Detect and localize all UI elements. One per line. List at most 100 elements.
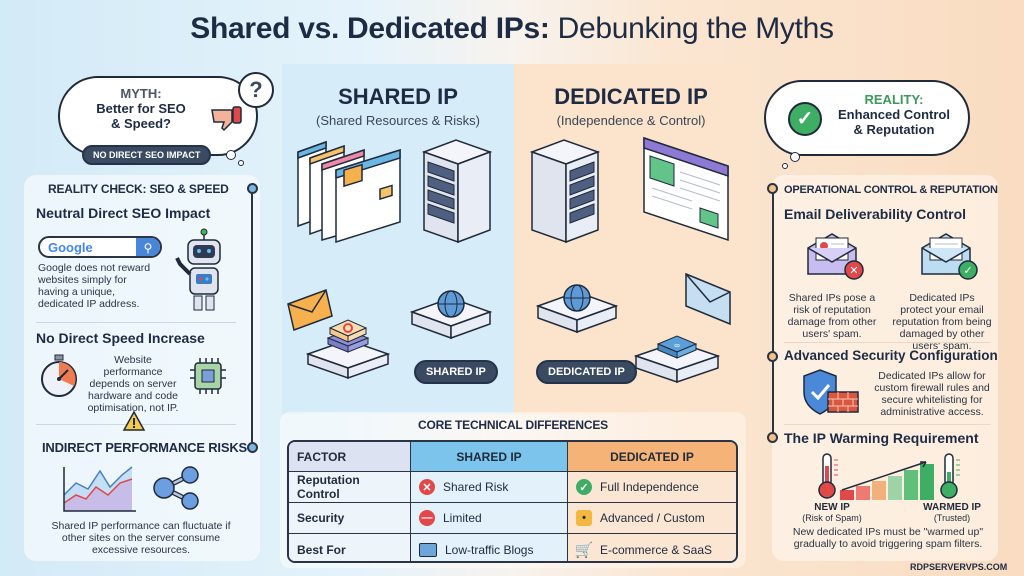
server-rack-icon xyxy=(528,136,602,246)
page-title: Shared vs. Dedicated IPs: Debunking the … xyxy=(0,12,1024,46)
question-mark-icon: ? xyxy=(238,72,274,108)
stopwatch-icon xyxy=(36,353,82,399)
search-text: Google xyxy=(48,240,93,255)
envelope-icon xyxy=(286,288,334,332)
watermark: RDPSERVERVPS.COM xyxy=(910,562,1008,572)
warning-icon xyxy=(122,410,146,432)
warmed-ip-sub: (Trusted) xyxy=(933,513,971,523)
table-cell-dedicated: •Advanced / Custom xyxy=(568,503,736,534)
thought-dot xyxy=(790,152,800,162)
shield-firewall-icon xyxy=(800,368,862,416)
warmed-ip-title: WARMED IP xyxy=(923,502,981,513)
new-ip-sub: (Risk of Spam) xyxy=(802,513,862,523)
x-circle-icon: ✕ xyxy=(419,479,435,495)
table-cell-factor: Best For xyxy=(289,534,411,561)
email-shared-text: Shared IPs pose a risk of reputation dam… xyxy=(787,292,877,340)
shared-ip-column: SHARED IP (Shared Resources & Risks) xyxy=(282,64,514,414)
table-cell-dedicated: ✓ Full Independence xyxy=(568,472,736,503)
title-regular: Debunking the Myths xyxy=(557,12,834,45)
globe-router-icon xyxy=(408,282,494,346)
divider xyxy=(784,342,990,343)
email-dedicated-text: Dedicated IPs protect your email reputat… xyxy=(892,292,992,352)
timeline-dot xyxy=(767,432,778,443)
area-chart-icon xyxy=(62,465,138,513)
reality-text-2: & Reputation xyxy=(853,122,935,137)
seo-impact-body: Google does not reward websites simply f… xyxy=(38,262,151,310)
cell-text: Limited xyxy=(443,511,482,525)
search-icon: ⚲ xyxy=(136,238,160,256)
table-header-factor: FACTOR xyxy=(289,442,411,472)
comparison-table: FACTOR SHARED IP DEDICATED IP Reputation… xyxy=(287,440,738,563)
thumbs-down-icon xyxy=(210,104,244,132)
dedicated-heading: DEDICATED IP xyxy=(554,84,708,109)
stacked-browser-windows-icon xyxy=(292,138,404,248)
link-server-icon: ∞ xyxy=(632,324,722,386)
dedicated-ip-column: DEDICATED IP (Independence & Control) xyxy=(514,64,748,414)
svg-text:✓: ✓ xyxy=(963,265,972,277)
timeline-dot xyxy=(247,442,258,453)
check-circle-icon: ✓ xyxy=(788,102,822,136)
divider xyxy=(36,322,236,323)
speed-body: Website performance depends on server ha… xyxy=(87,354,179,414)
warming-title: The IP Warming Requirement xyxy=(784,430,979,446)
myth-bubble: MYTH: Better for SEO & Speed? xyxy=(58,76,258,156)
server-rack-icon xyxy=(420,136,494,246)
shared-subheading: (Shared Resources & Risks) xyxy=(316,113,480,128)
minus-circle-icon: — xyxy=(419,510,435,526)
right-panel-heading: OPERATIONAL CONTROL & REPUTATION xyxy=(784,184,998,196)
browser-icon xyxy=(419,542,437,557)
cpu-chip-icon xyxy=(188,356,228,396)
shared-column-header: SHARED IP (Shared Resources & Risks) xyxy=(282,84,514,128)
warming-body: New dedicated IPs must be "warmed up" gr… xyxy=(792,526,984,550)
left-panel-heading: REALITY CHECK: SEO & SPEED xyxy=(48,182,229,196)
share-network-icon xyxy=(152,465,202,511)
cell-text: Full Independence xyxy=(600,480,699,494)
robot-icon xyxy=(172,228,232,318)
timeline-line-right xyxy=(772,190,774,440)
table-cell-shared: Low-traffic Blogs xyxy=(411,534,568,561)
divider xyxy=(784,424,990,425)
indirect-risks-title: INDIRECT PERFORMANCE RISKS xyxy=(42,440,247,455)
table-cell-factor: Security xyxy=(289,503,411,534)
new-ip-title: NEW IP xyxy=(814,502,850,513)
envelope-icon xyxy=(682,270,734,328)
indirect-risks-body: Shared IP performance can fluctuate if o… xyxy=(51,520,231,556)
seo-impact-title: Neutral Direct SEO Impact xyxy=(36,205,211,221)
shopping-cart-icon: 🛒 xyxy=(574,541,594,559)
warmed-ip-label: WARMED IP (Trusted) xyxy=(916,502,988,523)
thought-dot xyxy=(238,160,244,166)
globe-router-icon xyxy=(534,276,620,340)
envelope-warning-icon: ✕ xyxy=(804,230,866,280)
thought-dot xyxy=(226,150,236,160)
app-stack-server-icon xyxy=(304,314,392,382)
svg-text:✕: ✕ xyxy=(849,265,858,277)
speed-title: No Direct Speed Increase xyxy=(36,330,205,346)
reality-bubble: ✓ REALITY: Enhanced Control & Reputation xyxy=(764,80,970,156)
table-header-dedicated: DEDICATED IP xyxy=(568,442,736,472)
cell-text: Shared Risk xyxy=(443,480,509,494)
thermometer-cold-icon xyxy=(816,452,840,500)
table-header-shared: SHARED IP xyxy=(411,442,568,472)
security-body: Dedicated IPs allow for custom firewall … xyxy=(874,370,990,418)
timeline-dot xyxy=(767,183,778,194)
dedicated-subheading: (Independence & Control) xyxy=(556,113,706,128)
title-bold: Shared vs. Dedicated IPs: xyxy=(190,12,550,45)
table-cell-shared: — Limited xyxy=(411,503,568,534)
no-seo-impact-badge: NO DIRECT SEO IMPACT xyxy=(82,145,212,165)
thought-dot xyxy=(782,163,788,169)
reality-text-1: Enhanced Control xyxy=(838,107,950,122)
table-cell-dedicated: 🛒E-commerce & SaaS xyxy=(568,534,736,561)
timeline-line-left xyxy=(251,190,253,448)
table-title: CORE TECHNICAL DIFFERENCES xyxy=(418,418,608,432)
cell-text: Low-traffic Blogs xyxy=(445,542,534,557)
check-circle-icon: ✓ xyxy=(576,479,592,495)
myth-text-1: Better for SEO xyxy=(96,101,186,116)
shared-ip-pill: SHARED IP xyxy=(414,360,498,384)
reality-label: REALITY: xyxy=(864,92,924,107)
table-cell-shared: ✕ Shared Risk xyxy=(411,472,568,503)
envelope-check-icon: ✓ xyxy=(918,230,980,280)
timeline-dot xyxy=(247,183,258,194)
browser-window-icon xyxy=(640,134,732,244)
myth-text-2: & Speed? xyxy=(111,116,171,131)
svg-text:∞: ∞ xyxy=(674,341,680,350)
